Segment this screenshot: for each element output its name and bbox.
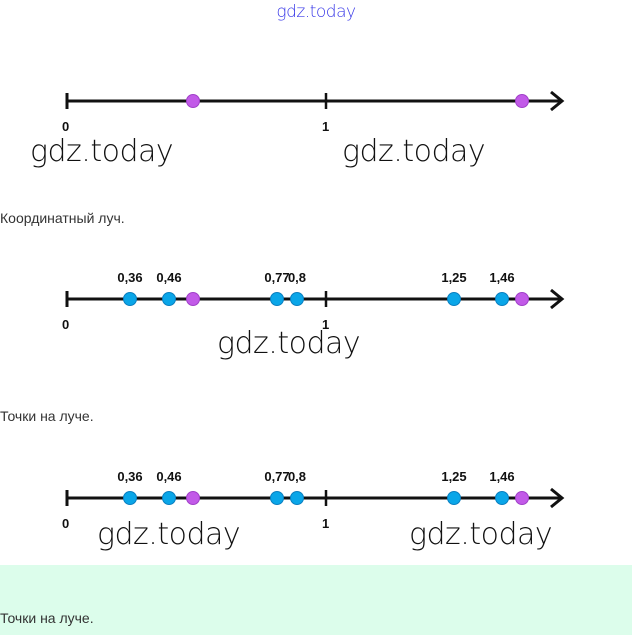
blue-point bbox=[495, 292, 509, 306]
unit-label: 1 bbox=[322, 516, 329, 531]
unit-label: 1 bbox=[322, 119, 329, 134]
watermark: gdz.today bbox=[342, 134, 486, 169]
purple-point bbox=[515, 491, 529, 505]
point-label: 0,77 bbox=[264, 469, 289, 484]
purple-point bbox=[186, 292, 200, 306]
origin-label: 0 bbox=[62, 516, 69, 531]
origin-label: 0 bbox=[62, 317, 69, 332]
blue-point bbox=[270, 292, 284, 306]
purple-point bbox=[515, 94, 529, 108]
origin-label: 0 bbox=[62, 119, 69, 134]
arrow-head bbox=[550, 288, 565, 310]
blue-point bbox=[123, 491, 137, 505]
blue-point bbox=[447, 491, 461, 505]
highlight-band bbox=[0, 565, 632, 635]
blue-point bbox=[123, 292, 137, 306]
blue-point bbox=[270, 491, 284, 505]
point-label: 1,46 bbox=[489, 270, 514, 285]
blue-point bbox=[495, 491, 509, 505]
watermark: gdz.today bbox=[217, 326, 361, 361]
caption-1: Координатный луч. bbox=[0, 210, 125, 226]
point-label: 0,46 bbox=[156, 469, 181, 484]
point-label: 1,25 bbox=[441, 270, 466, 285]
caption-2: Точки на луче. bbox=[0, 408, 94, 424]
arrow-head bbox=[550, 90, 565, 112]
blue-point bbox=[290, 292, 304, 306]
unit-label: 1 bbox=[322, 317, 329, 332]
caption-3: Точки на луче. bbox=[0, 610, 94, 626]
watermark-top: gdz.today bbox=[276, 2, 356, 22]
blue-point bbox=[162, 491, 176, 505]
point-label: 0,36 bbox=[117, 270, 142, 285]
point-label: 1,25 bbox=[441, 469, 466, 484]
point-label: 0,8 bbox=[288, 270, 306, 285]
point-label: 0,36 bbox=[117, 469, 142, 484]
purple-point bbox=[515, 292, 529, 306]
point-label: 1,46 bbox=[489, 469, 514, 484]
blue-point bbox=[162, 292, 176, 306]
arrow-head bbox=[550, 487, 565, 509]
watermark: gdz.today bbox=[409, 517, 553, 552]
purple-point bbox=[186, 491, 200, 505]
blue-point bbox=[290, 491, 304, 505]
point-label: 0,77 bbox=[264, 270, 289, 285]
blue-point bbox=[447, 292, 461, 306]
coordinate-ray-2: 0 1 0,36 0,46 0,770,8 1,25 1,46 bbox=[62, 270, 565, 332]
coordinate-ray-3: 0 1 0,36 0,46 0,770,8 1,25 1,46 bbox=[62, 469, 565, 531]
watermark: gdz.today bbox=[97, 517, 241, 552]
purple-point bbox=[186, 94, 200, 108]
point-label: 0,46 bbox=[156, 270, 181, 285]
point-label: 0,8 bbox=[288, 469, 306, 484]
watermark: gdz.today bbox=[30, 134, 174, 169]
